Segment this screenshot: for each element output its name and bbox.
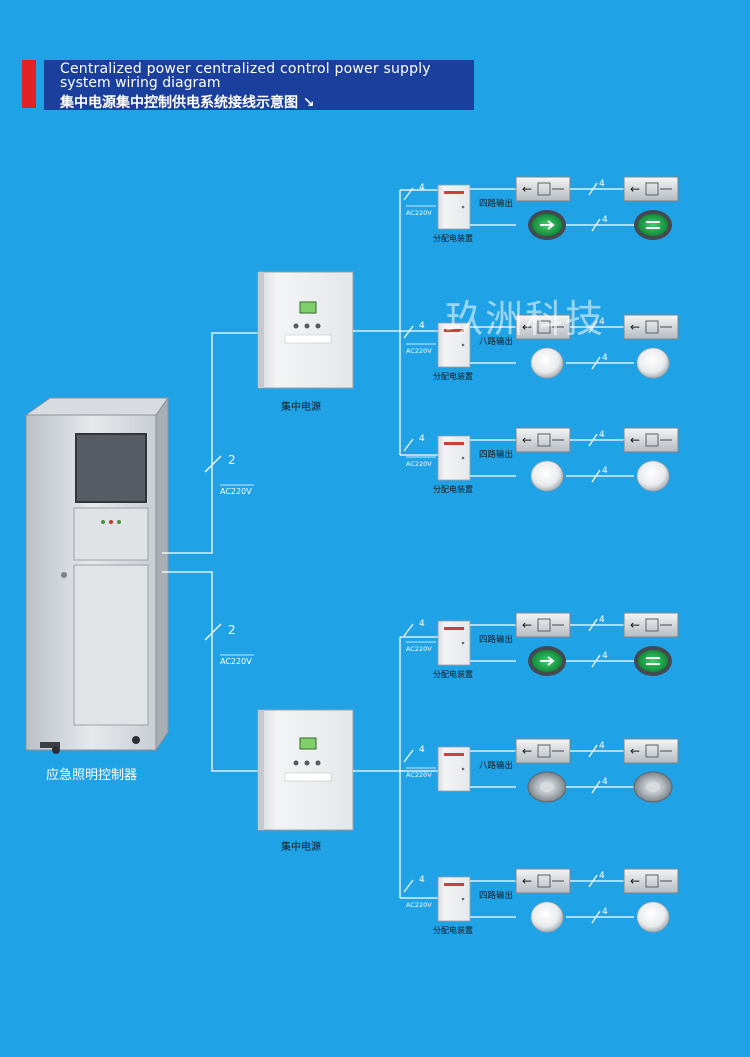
fixture-link-count: 4 — [602, 651, 608, 661]
dome-light — [530, 460, 564, 492]
fixture-link-count: 4 — [602, 466, 608, 476]
distribution-box-label: 分配电装置 — [433, 484, 473, 494]
output-label: 四路输出 — [479, 198, 513, 209]
output-label: 八路输出 — [479, 760, 513, 771]
dome-light — [530, 347, 564, 379]
title-chinese: 集中电源集中控制供电系统接线示意图 ↘ — [60, 95, 315, 111]
dome-light — [636, 460, 670, 492]
exit-sign-arrow: ← — [630, 744, 640, 758]
bidirectional-arrow-icon — [646, 657, 660, 665]
fixture-link-count: 4 — [602, 777, 608, 787]
exit-door-icon — [645, 433, 659, 447]
power-unit-label: 集中电源 — [281, 840, 321, 853]
fixture-link-count: 4 — [599, 871, 605, 881]
exit-sign-arrow: ← — [630, 433, 640, 447]
exit-sign-arrow: ← — [522, 320, 532, 334]
trunk-count-lower: 2 — [228, 623, 236, 637]
arrow-right-icon — [540, 656, 555, 666]
branch-count: 4 — [419, 619, 425, 629]
distribution-box — [437, 746, 471, 792]
branch-voltage: AC220V — [406, 347, 432, 355]
fixture-link-count: 4 — [602, 215, 608, 225]
exit-sign-arrow: ← — [522, 182, 532, 196]
exit-door-icon — [645, 320, 659, 334]
title-english-line2: system wiring diagram — [60, 75, 221, 91]
exit-door-icon — [645, 618, 659, 632]
header-band — [44, 60, 474, 110]
power-unit-label: 集中电源 — [281, 400, 321, 413]
branch-count: 4 — [419, 745, 425, 755]
distribution-box-label: 分配电装置 — [433, 925, 473, 935]
exit-sign-arrow: ← — [630, 182, 640, 196]
branch-voltage: AC220V — [406, 460, 432, 468]
fixture-link-count: 4 — [602, 353, 608, 363]
dome-light — [636, 347, 670, 379]
branch-bus-lines — [353, 189, 438, 899]
exit-door-icon — [537, 433, 551, 447]
branch-voltage: AC220V — [406, 901, 432, 909]
output-label: 八路输出 — [479, 336, 513, 347]
branch-count: 4 — [419, 183, 425, 193]
exit-sign-arrow: ← — [522, 618, 532, 632]
exit-sign-arrow: ← — [630, 874, 640, 888]
output-label: 四路输出 — [479, 449, 513, 460]
title-english-line1: Centralized power centralized control po… — [60, 61, 431, 77]
distribution-box-label: 分配电装置 — [433, 371, 473, 381]
exit-door-icon — [645, 744, 659, 758]
fixture-link-count: 4 — [599, 317, 605, 327]
exit-sign-arrow: ← — [630, 618, 640, 632]
output-label: 四路输出 — [479, 634, 513, 645]
exit-door-icon — [537, 744, 551, 758]
exit-door-icon — [537, 182, 551, 196]
trunk-voltage-upper: AC220V — [220, 487, 252, 496]
header-accent-bar — [22, 60, 36, 108]
exit-door-icon — [645, 182, 659, 196]
branch-voltage: AC220V — [406, 771, 432, 779]
distribution-box-label: 分配电装置 — [433, 669, 473, 679]
trunk-voltage-lower: AC220V — [220, 657, 252, 666]
output-label: 四路输出 — [479, 890, 513, 901]
controller-label: 应急照明控制器 — [46, 767, 137, 783]
branch-count: 4 — [419, 434, 425, 444]
trunk-link-lower: 2 AC220V — [204, 623, 254, 666]
power-unit — [257, 709, 354, 831]
fixture-link-count: 4 — [599, 615, 605, 625]
arrow-right-icon — [540, 220, 555, 230]
fixture-link-count: 4 — [599, 741, 605, 751]
fixture-link-count: 4 — [599, 179, 605, 189]
exit-door-icon — [537, 874, 551, 888]
branch-count: 4 — [419, 321, 425, 331]
branch-count: 4 — [419, 875, 425, 885]
exit-door-icon — [645, 874, 659, 888]
power-unit — [257, 271, 354, 389]
trunk-link-upper: 2 AC220V — [204, 453, 254, 496]
fixture-link-count: 4 — [602, 907, 608, 917]
trunk-lines — [162, 332, 258, 772]
exit-sign-arrow: ← — [522, 744, 532, 758]
exit-door-icon — [537, 618, 551, 632]
exit-sign-arrow: ← — [630, 320, 640, 334]
dome-light — [530, 901, 564, 933]
bidirectional-arrow-icon — [646, 221, 660, 229]
branch-voltage: AC220V — [406, 645, 432, 653]
exit-sign-arrow: ← — [522, 874, 532, 888]
fixture-link-count: 4 — [599, 430, 605, 440]
exit-door-icon — [537, 320, 551, 334]
trunk-count-upper: 2 — [228, 453, 236, 467]
exit-sign — [623, 314, 679, 340]
branch-voltage: AC220V — [406, 209, 432, 217]
exit-sign — [515, 176, 571, 202]
exit-sign-arrow: ← — [522, 433, 532, 447]
watermark: 玖洲科技 — [445, 297, 606, 341]
dome-light — [636, 901, 670, 933]
distribution-box-label: 分配电装置 — [433, 233, 473, 243]
controller-cabinet — [24, 396, 169, 754]
